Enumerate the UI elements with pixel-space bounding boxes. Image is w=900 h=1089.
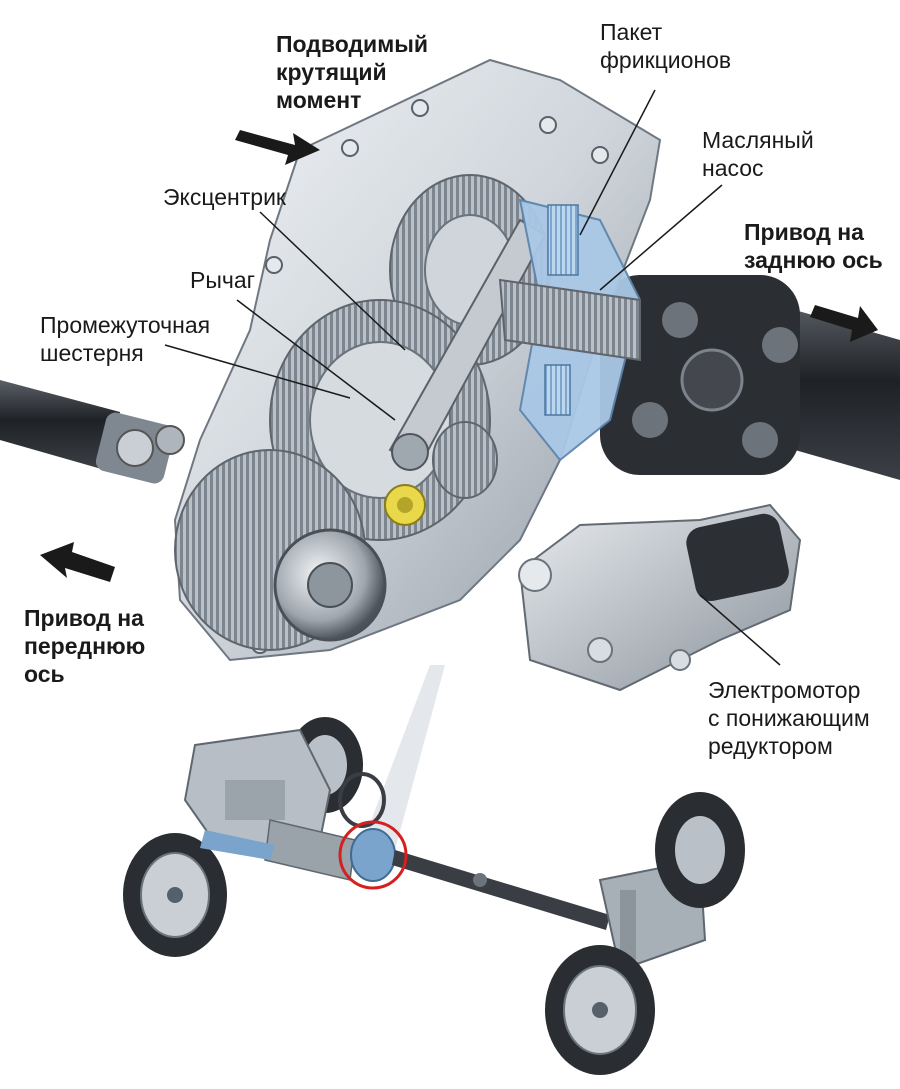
label-electric-motor-line2: с понижающим [708, 705, 870, 731]
label-rear-axle-drive: Привод на заднюю ось [744, 218, 883, 274]
label-front-axle-drive-line2: переднюю [24, 633, 146, 659]
label-oil-pump-line1: Масляный [702, 127, 814, 153]
label-input-torque-line1: Подводимый [276, 31, 428, 57]
transfer-case-highlight-ring [338, 820, 408, 890]
label-clutch-pack: Пакет фрикционов [600, 18, 731, 74]
label-rear-axle-drive-line1: Привод на [744, 219, 864, 245]
gearbox [200, 819, 356, 881]
label-input-torque: Подводимый крутящий момент [276, 30, 428, 114]
torque-input-arrow [235, 130, 320, 165]
label-input-torque-line3: момент [276, 87, 362, 113]
yellow-pinion-gear [384, 484, 426, 526]
label-oil-pump: Масляный насос [702, 126, 814, 182]
label-lever-text: Рычаг [190, 267, 256, 293]
rear-left-wheel [545, 945, 655, 1075]
electric-motor-assembly [518, 503, 802, 692]
steering-wheel [338, 772, 386, 828]
vehicle-chassis [123, 717, 745, 1075]
label-lever: Рычаг [190, 266, 255, 294]
front-propeller-shaft [0, 380, 185, 484]
label-idler-gear-line1: Промежуточная [40, 312, 211, 338]
rear-propeller-shaft [600, 275, 900, 480]
leader-lines [164, 89, 781, 666]
rear-right-wheel [655, 792, 745, 908]
vehicle-propeller-shaft [392, 850, 610, 930]
pinion-gear [432, 421, 498, 499]
label-eccentric: Эксцентрик [163, 183, 286, 211]
front-universal-joint [95, 412, 185, 484]
engine-block [183, 728, 332, 852]
label-electric-motor: Электромотор с понижающим редуктором [708, 676, 870, 760]
front-output-gear [174, 449, 387, 651]
label-rear-axle-drive-line2: заднюю ось [744, 247, 883, 273]
label-eccentric-text: Эксцентрик [163, 184, 286, 210]
label-idler-gear-line2: шестерня [40, 340, 144, 366]
front-output-arrow [40, 542, 115, 582]
detail-zoom-cone [360, 665, 445, 850]
front-left-wheel [123, 833, 227, 957]
label-input-torque-line2: крутящий [276, 59, 387, 85]
vehicle-transfer-case [350, 828, 396, 882]
label-electric-motor-line3: редуктором [708, 733, 833, 759]
label-clutch-pack-line1: Пакет [600, 19, 663, 45]
label-idler-gear: Промежуточная шестерня [40, 311, 210, 367]
label-front-axle-drive-line3: ось [24, 661, 65, 687]
label-front-axle-drive: Привод на переднюю ось [24, 604, 145, 688]
label-front-axle-drive-line1: Привод на [24, 605, 144, 631]
rear-output-shaft [498, 278, 641, 362]
label-electric-motor-line1: Электромотор [708, 677, 861, 703]
rear-output-arrow [810, 305, 878, 342]
label-oil-pump-line2: насос [702, 155, 764, 181]
label-clutch-pack-line2: фрикционов [600, 47, 732, 73]
rear-flex-disc-coupling [600, 275, 800, 475]
